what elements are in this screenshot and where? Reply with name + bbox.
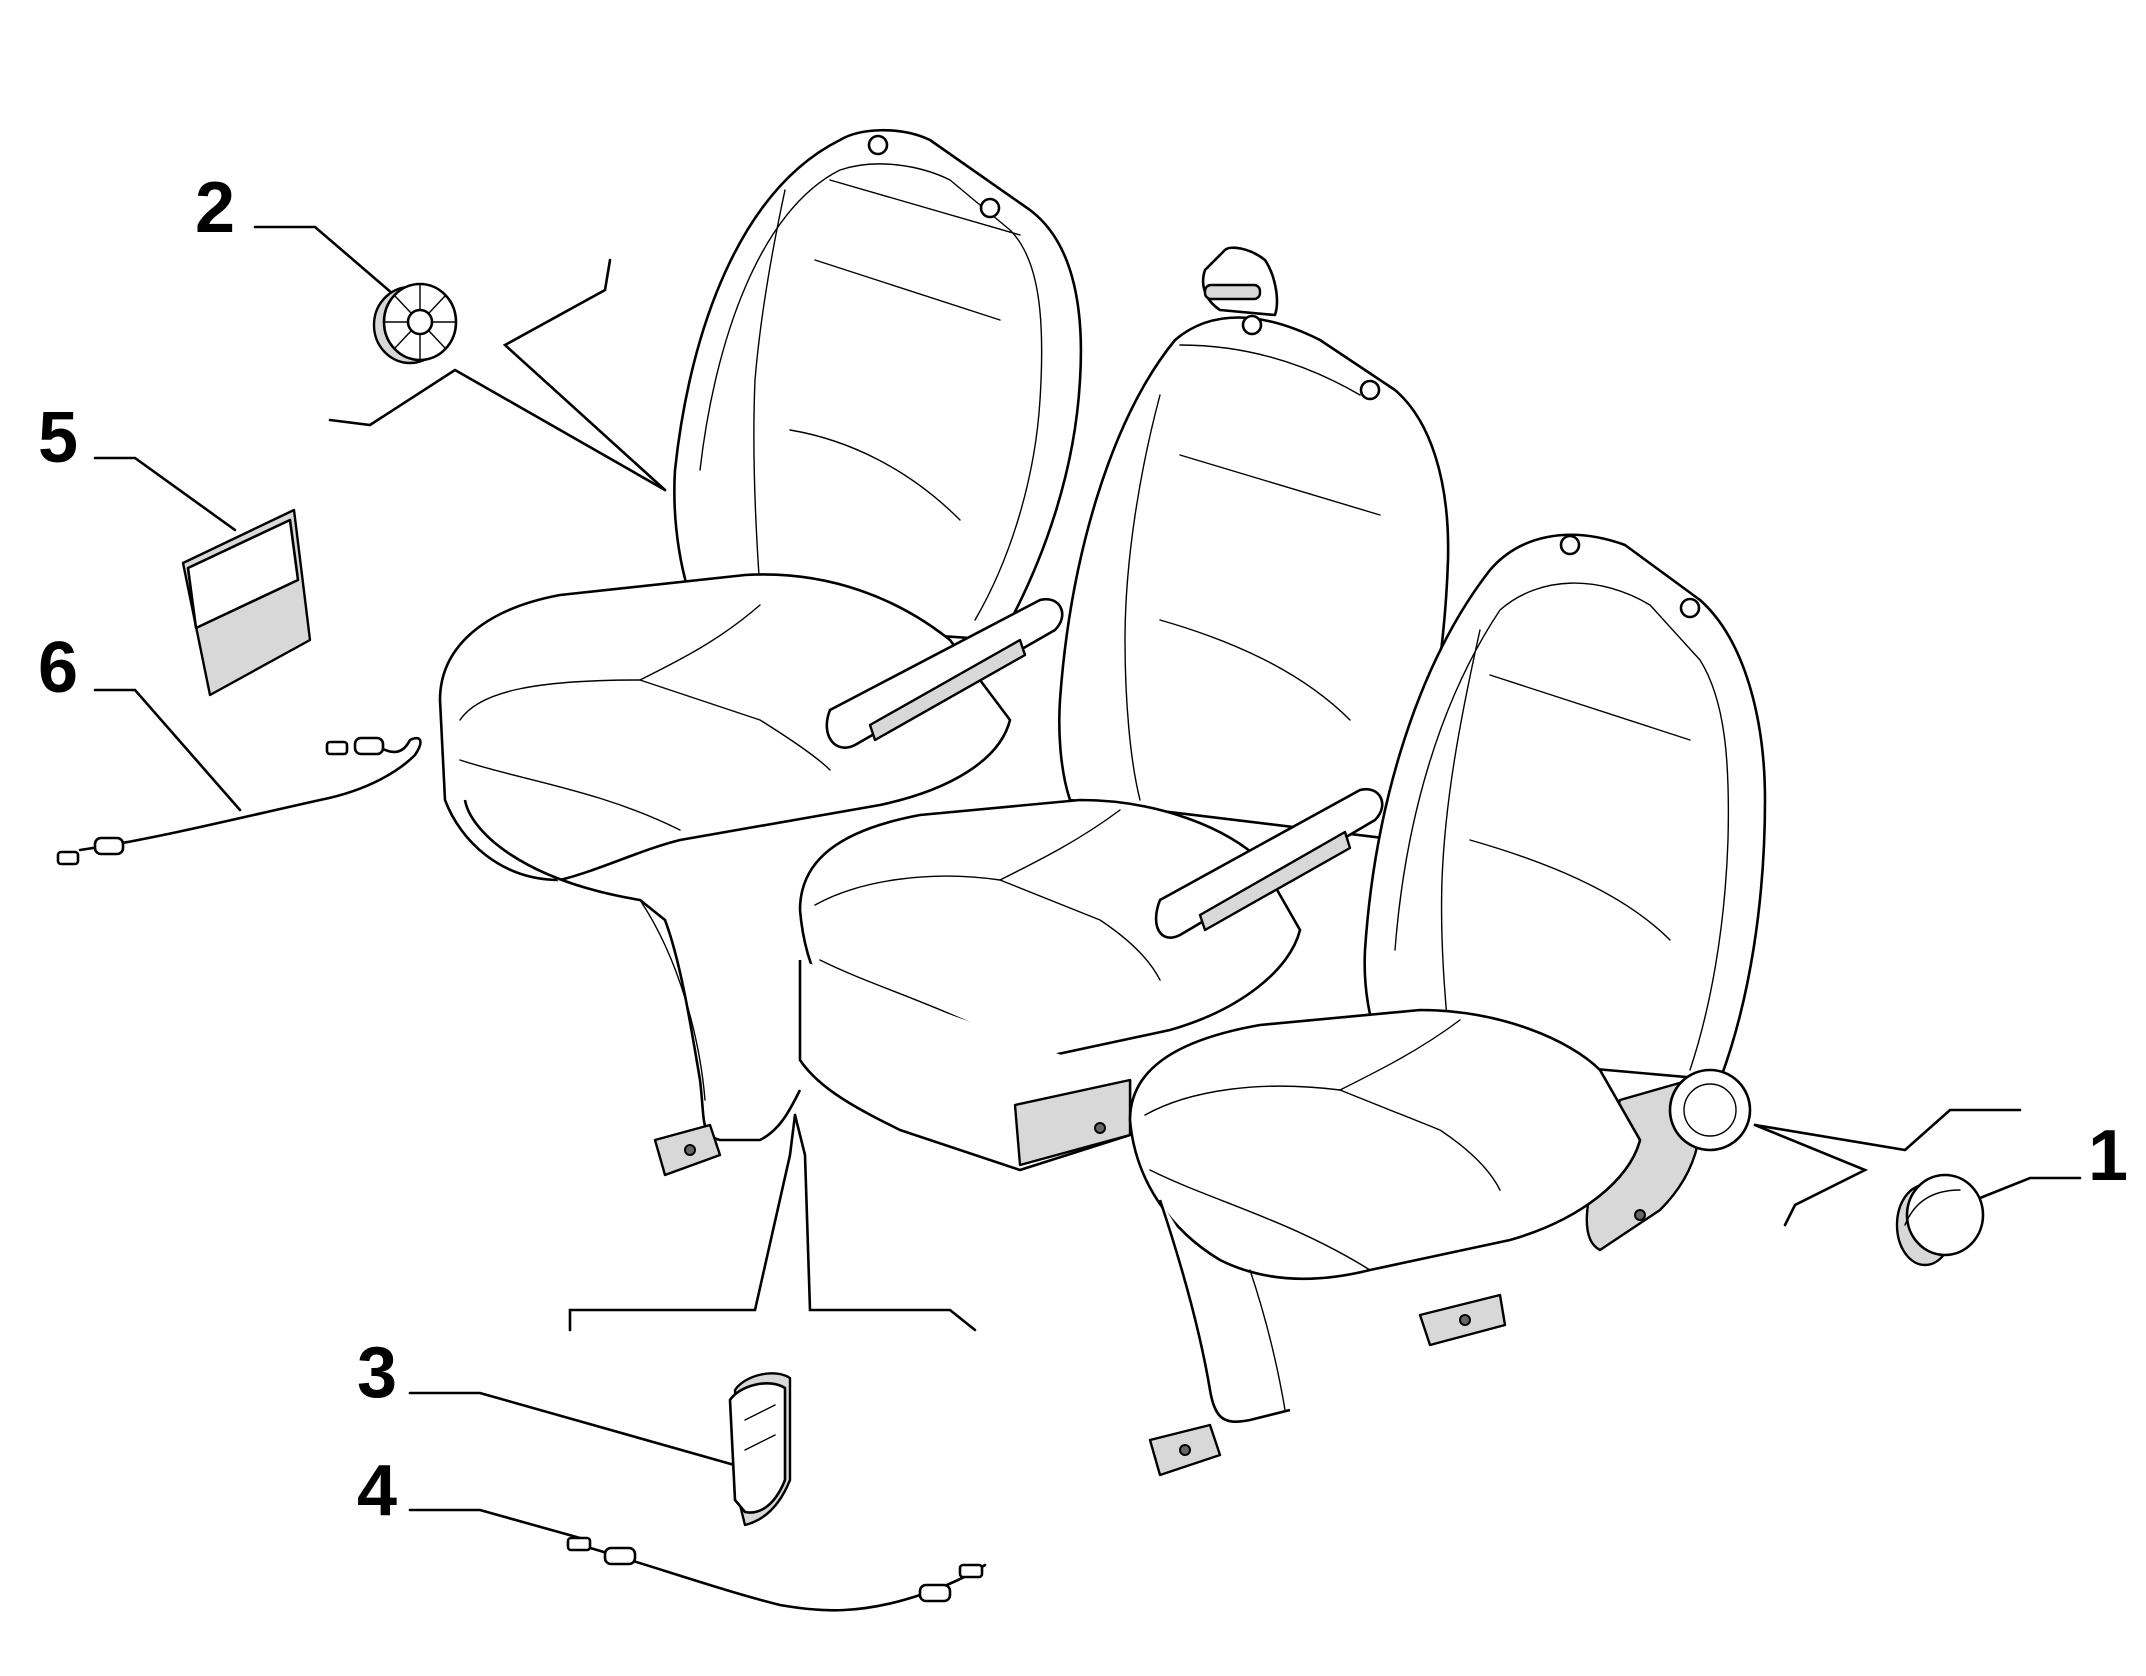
callout-2: 2 (195, 168, 236, 248)
callout-4: 4 (357, 1451, 398, 1531)
armrest-left (825, 597, 1064, 749)
knob-part (372, 282, 458, 365)
knob-part-1 (1895, 1173, 1985, 1267)
callout-5: 5 (38, 398, 79, 478)
label-sheet-part (181, 508, 312, 697)
cable-part-6 (56, 736, 422, 866)
callout-3: 3 (357, 1333, 398, 1413)
callout-1: 1 (2088, 1116, 2129, 1196)
callout-6: 6 (38, 628, 79, 708)
cable-part-4 (566, 1536, 987, 1612)
right-seat (1128, 533, 1767, 1477)
left-seat (438, 128, 1083, 1177)
lever-cover-part (728, 1372, 792, 1527)
middle-seat (798, 246, 1450, 1172)
armrest-right (1154, 787, 1384, 939)
leader-lines (93, 225, 2082, 1540)
